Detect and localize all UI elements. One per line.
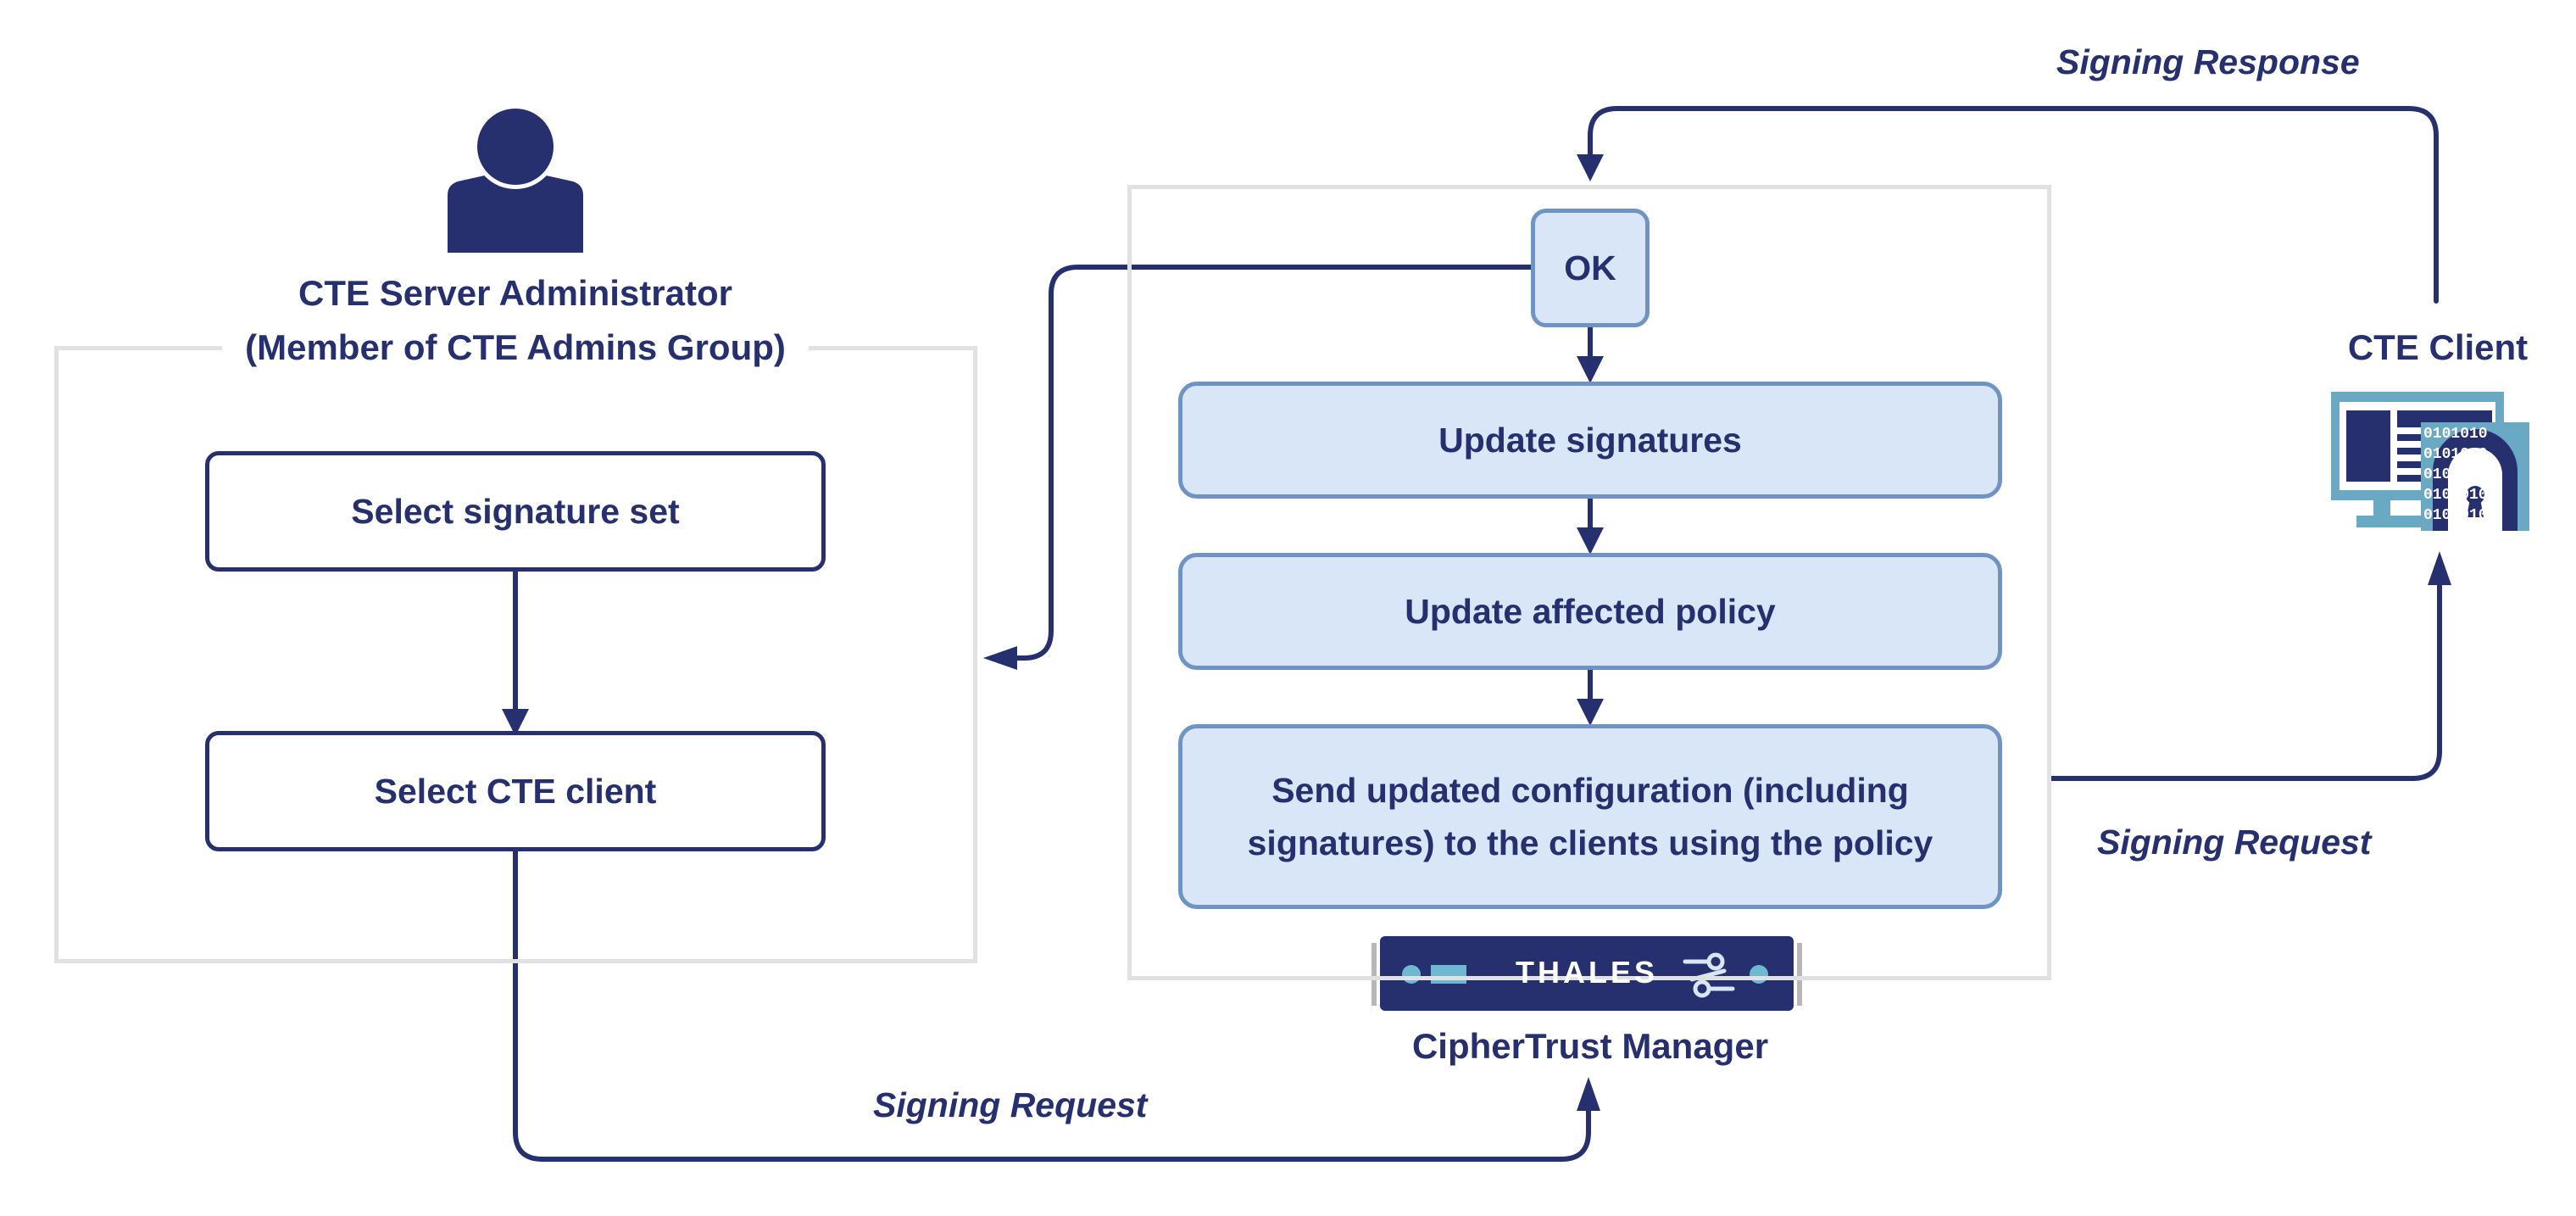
ciphertrust-manager-label: CipherTrust Manager bbox=[1411, 1026, 1769, 1066]
arrow-admin-signing-request bbox=[513, 847, 1591, 1162]
arrowhead-policy-to-send bbox=[1577, 699, 1604, 726]
binary-text-line: 0101010 bbox=[2423, 466, 2488, 483]
arrowhead-admin-signing-request bbox=[1577, 1077, 1600, 1111]
client-signing-request-label: Signing Request bbox=[2097, 823, 2372, 862]
update-signatures-step: Update signatures bbox=[1178, 382, 2002, 499]
appliance-brand: THALES bbox=[1516, 955, 1658, 990]
admin-group-box bbox=[54, 346, 977, 963]
admin-title: CTE Server Administrator bbox=[298, 273, 732, 313]
arrow-manager-to-client bbox=[2049, 570, 2442, 781]
arrow-ok-to-admin bbox=[989, 265, 1535, 661]
client-lock-icon bbox=[2331, 392, 2529, 531]
binary-text-line: 0101010 bbox=[2423, 487, 2488, 504]
arrowhead-client-signing-response bbox=[1577, 154, 1604, 181]
update-affected-policy-step: Update affected policy bbox=[1178, 553, 2002, 670]
binary-text-line: 0101010 bbox=[2423, 446, 2488, 463]
arrow-client-signing-response bbox=[1588, 106, 2439, 304]
arrowhead-signatures-to-policy bbox=[1577, 527, 1604, 555]
admin-subtitle: (Member of CTE Admins Group) bbox=[222, 327, 809, 368]
arrowhead-manager-to-client bbox=[2428, 551, 2451, 585]
manager-signing-request-label: Signing Request bbox=[873, 1085, 1148, 1124]
administrator-person-icon bbox=[448, 104, 583, 253]
send-updated-configuration-step: Send updated configuration (including si… bbox=[1178, 724, 2002, 909]
manager-group-box bbox=[1127, 185, 2051, 980]
cte-client-label: CTE Client bbox=[2347, 327, 2529, 367]
binary-text-line: 0101010 bbox=[2423, 507, 2488, 524]
arrowhead-ok-to-update-signatures bbox=[1577, 356, 1604, 383]
select-cte-client-step: Select CTE client bbox=[205, 731, 826, 851]
select-signature-set-step: Select signature set bbox=[205, 451, 826, 572]
signing-response-label: Signing Response bbox=[2056, 42, 2360, 81]
binary-text-line: 0101010 bbox=[2423, 426, 2488, 443]
arrowhead-signature-to-client-select bbox=[502, 709, 529, 736]
ok-step: OK bbox=[1531, 209, 1650, 327]
arrowhead-ok-to-admin bbox=[983, 646, 1017, 670]
